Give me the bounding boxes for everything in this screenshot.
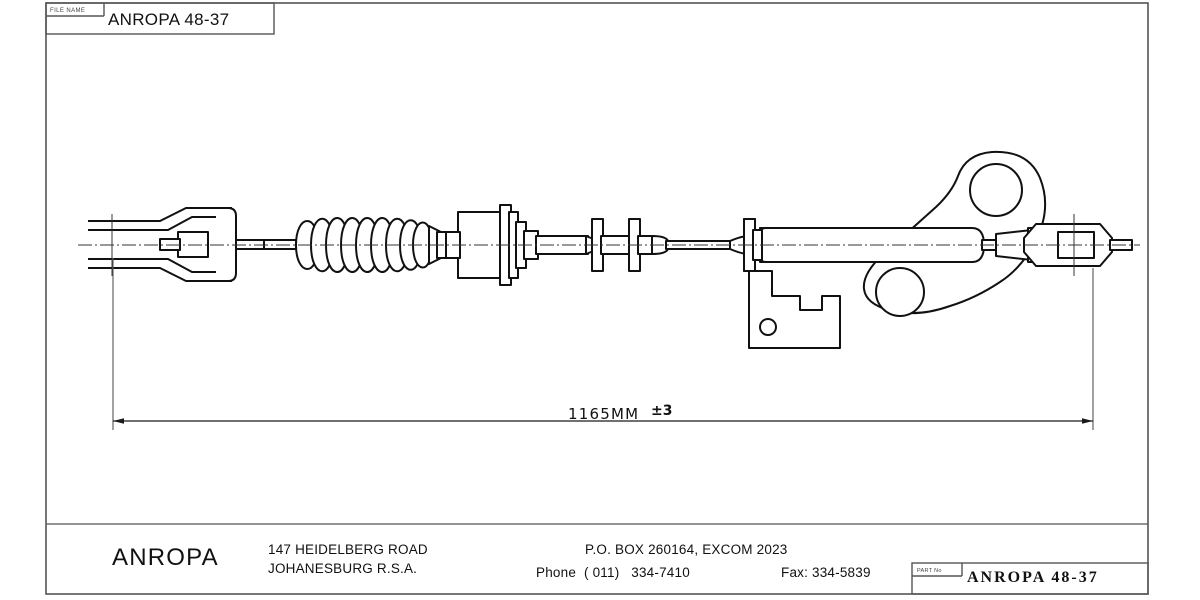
dimension-tolerance: ±3 [651,403,673,419]
part-number-value: ANROPA 48-37 [967,569,1099,586]
clevis-fork-end [88,207,267,282]
file-name-value: ANROPA 48-37 [108,10,230,29]
po-box-line: P.O. BOX 260164, EXCOM 2023 [585,542,788,557]
dimension-value: 1165MM [568,405,640,423]
company-name: ANROPA [112,544,219,571]
part-number-block [911,562,1149,595]
address-line-1: 147 HEIDELBERG ROAD [268,542,428,557]
file-name-block [45,2,275,35]
sheet-border [45,2,1149,595]
part-number-label: PART No [917,568,942,574]
fax-line: Fax: 334-5839 [781,565,871,580]
cable-assembly-drawing [78,150,1140,349]
phone-line: Phone ( 011) 334-7410 [536,565,690,580]
address-line-2: JOHANESBURG R.S.A. [268,561,418,576]
centreline-cross-ticks [111,214,1075,276]
file-name-label: FILE NAME [50,8,86,14]
overall-length-dimension [112,258,1094,430]
mounting-bracket [748,270,841,349]
